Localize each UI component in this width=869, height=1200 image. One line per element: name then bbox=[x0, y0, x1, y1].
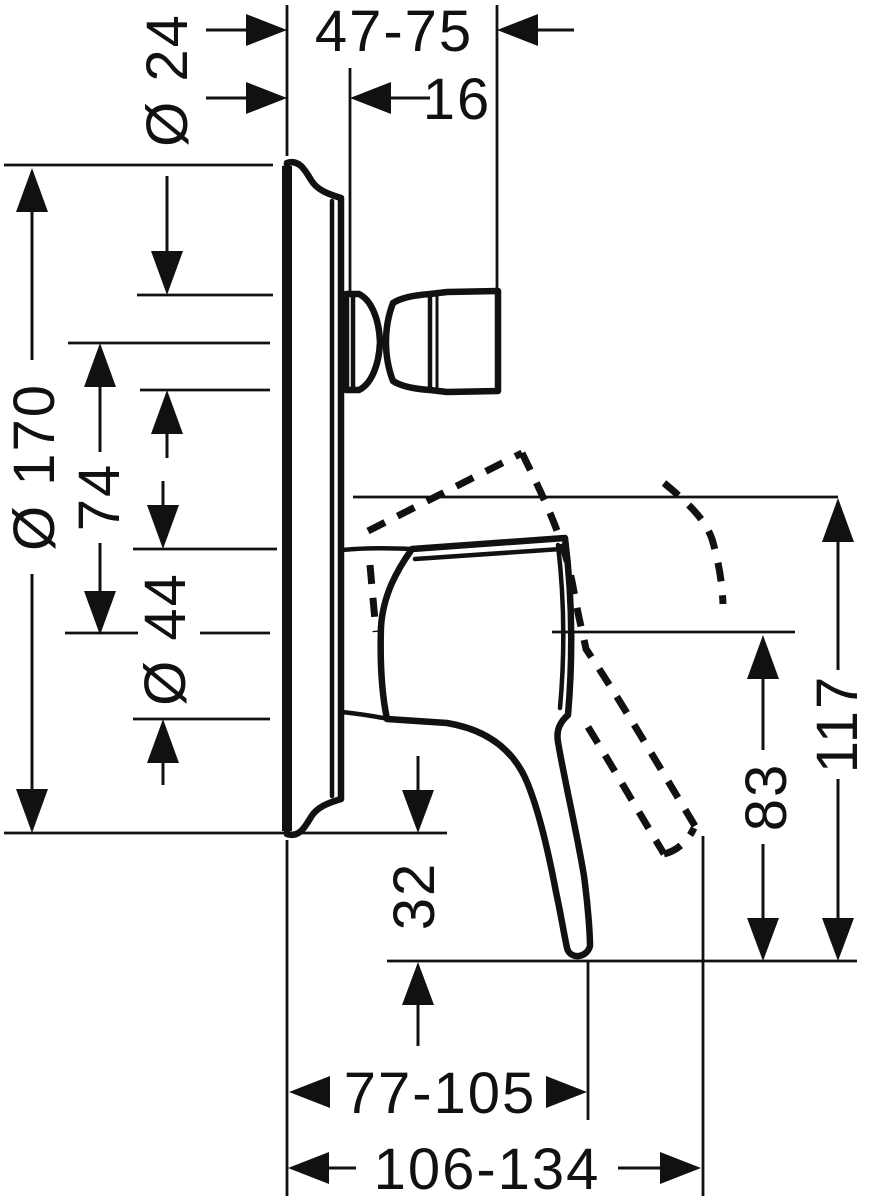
dim-handle-axis-to-lever-tip: 83 bbox=[734, 635, 799, 961]
collar-bottom-line bbox=[339, 709, 391, 722]
dim-label-plate-front-offset: 16 bbox=[423, 67, 492, 132]
arrowhead-up-icon bbox=[84, 343, 116, 387]
extension-lines bbox=[4, 5, 857, 1196]
dim-label-wall-to-knob-face: 47-75 bbox=[315, 0, 473, 64]
arrowhead-left-icon bbox=[289, 1076, 330, 1108]
dim-handle-hub-diameter: Ø 44 bbox=[133, 481, 198, 785]
arrowhead-up-icon bbox=[151, 390, 183, 434]
dashed-lever-inner-edge bbox=[585, 725, 668, 856]
arrowhead-up-icon bbox=[402, 962, 434, 1005]
arrowhead-up-icon bbox=[147, 719, 179, 763]
arrowhead-down-icon bbox=[84, 591, 116, 635]
arrowhead-right-icon bbox=[660, 1152, 701, 1184]
dim-plate-diameter: Ø 170 bbox=[2, 168, 67, 833]
shutoff-knob bbox=[342, 287, 502, 396]
arrowhead-down-icon bbox=[822, 918, 854, 961]
dim-label-wall-to-lever-tip: 77-105 bbox=[344, 1061, 537, 1126]
arrowhead-down-icon bbox=[16, 789, 48, 833]
lever-handle-solid bbox=[377, 534, 594, 960]
escutcheon-plate bbox=[282, 158, 345, 839]
dim-wall-to-lever-tip: 77-105 bbox=[289, 1061, 587, 1126]
dashed-lever-tip bbox=[663, 826, 698, 858]
arrowhead-down-icon bbox=[151, 251, 183, 295]
arrowhead-down-icon bbox=[402, 790, 434, 833]
arrowhead-up-icon bbox=[822, 498, 854, 542]
dim-lever-max-height: 117 bbox=[805, 498, 869, 961]
arrowhead-right-icon bbox=[246, 14, 287, 46]
dashed-swing-upper-line bbox=[366, 449, 524, 535]
mixer-fixture bbox=[282, 158, 727, 960]
dim-label-plate-bottom-to-lever: 32 bbox=[382, 862, 447, 931]
dashed-tick-at-plate bbox=[366, 564, 380, 633]
arrowhead-right-icon bbox=[246, 82, 287, 114]
collar-top-line bbox=[339, 546, 414, 553]
dim-label-knob-axis-to-handle-axis: 74 bbox=[67, 463, 132, 532]
dim-knob-diameter: Ø 24 bbox=[135, 13, 200, 458]
dim-label-lever-max-height: 117 bbox=[805, 675, 869, 773]
arrowhead-left-icon bbox=[497, 14, 538, 46]
dim-plate-front-offset: 16 bbox=[206, 67, 492, 132]
dashed-swing-down-line bbox=[518, 451, 698, 828]
hub-top-chamfer-line bbox=[412, 546, 564, 562]
dim-label-handle-hub-diameter: Ø 44 bbox=[133, 572, 198, 706]
arrowhead-left-icon bbox=[288, 1152, 329, 1184]
arrowhead-up-icon bbox=[747, 635, 779, 679]
dim-label-knob-diameter: Ø 24 bbox=[135, 13, 200, 147]
arrowhead-right-icon bbox=[546, 1076, 587, 1108]
dim-label-plate-diameter: Ø 170 bbox=[2, 383, 67, 551]
arrowhead-down-icon bbox=[147, 505, 179, 549]
arrowhead-up-icon bbox=[16, 168, 48, 212]
dim-wall-to-knob-face: 47-75 bbox=[206, 0, 574, 64]
hub-face-inner-line bbox=[555, 542, 566, 711]
dashed-hub-face bbox=[661, 480, 727, 605]
dim-knob-axis-to-handle-axis: 74 bbox=[67, 343, 132, 635]
escutcheon-profile bbox=[283, 158, 345, 839]
dim-label-wall-to-lever-tip-raised: 106-134 bbox=[374, 1137, 601, 1200]
dim-label-handle-axis-to-lever-tip: 83 bbox=[734, 763, 799, 832]
dim-plate-bottom-to-lever: 32 bbox=[382, 756, 447, 1046]
knob-body bbox=[382, 287, 502, 396]
dim-wall-to-lever-tip-raised: 106-134 bbox=[288, 1137, 701, 1200]
arrowhead-down-icon bbox=[747, 918, 779, 961]
lever-handle-dashed-position bbox=[366, 449, 727, 858]
handle-hub-and-lever bbox=[377, 534, 594, 960]
arrowhead-left-icon bbox=[350, 82, 391, 114]
